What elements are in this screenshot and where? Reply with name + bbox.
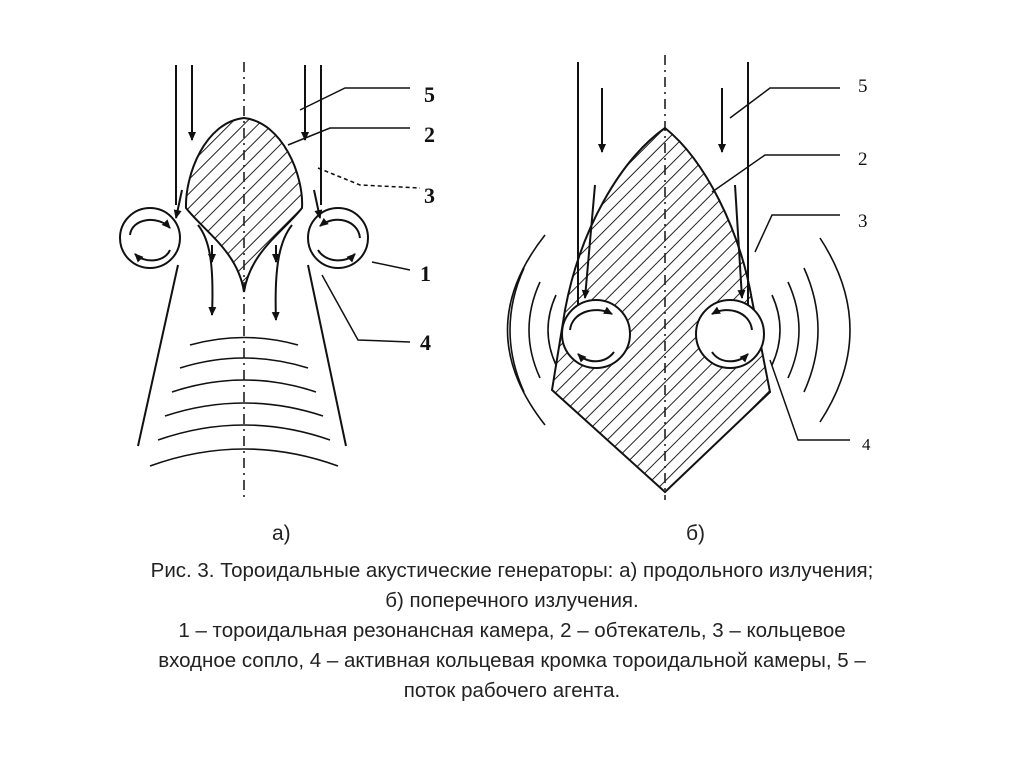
label-b-4: 4: [862, 435, 871, 454]
vortex-arrow-a-right: [319, 217, 361, 239]
caption-line-4: входное сопло, 4 – активная кольцевая кр…: [158, 649, 866, 672]
toroidal-generators-figure: 5 2 3 1 4 5 2 3 4: [119, 55, 871, 502]
label-a-5: 5: [424, 82, 435, 107]
label-a-4: 4: [420, 330, 431, 355]
vortex-arrow-a-right-2: [317, 249, 356, 263]
toroidal-chamber-a-left: [119, 207, 181, 269]
caption-line-2: б) поперечного излучения.: [385, 589, 639, 612]
label-a-1: 1: [420, 261, 431, 286]
vortex-arrow-a-left-2: [134, 249, 171, 263]
nozzle-arrow-a-right: [313, 189, 323, 219]
fairing-a: [184, 116, 304, 293]
caption-line-5: поток рабочего агента.: [403, 679, 621, 702]
nozzle-arrow-b-right: [734, 184, 746, 299]
label-b-3: 3: [858, 211, 868, 232]
sound-waves-b-left: [506, 234, 557, 426]
leaders-a: [287, 87, 421, 343]
vortex-arrow-b-left-2: [577, 351, 615, 363]
subfigure-label-b: б): [686, 522, 706, 545]
figure-caption: Рис. 3. Тороидальные акустические генера…: [20, 556, 1004, 706]
horn-wall-a-right: [307, 264, 347, 447]
fairing-b: [550, 126, 772, 494]
vortex-arrow-b-right: [711, 306, 753, 331]
toroidal-chamber-a-right: [307, 207, 369, 269]
inner-flow-a-right: [271, 224, 293, 321]
sound-waves-a: [149, 336, 339, 467]
caption-line-1: Рис. 3. Тороидальные акустические генера…: [150, 559, 874, 582]
horn-wall-a-left: [137, 264, 179, 447]
diagram-a: [119, 62, 421, 502]
toroidal-chamber-b-left: [561, 299, 631, 369]
inner-flow-a-left: [197, 224, 217, 316]
label-b-2: 2: [858, 149, 868, 170]
vortex-arrow-b-right-2: [711, 351, 749, 363]
vortex-arrow-a-left: [129, 219, 171, 236]
label-a-3: 3: [424, 183, 435, 208]
label-a-2: 2: [424, 122, 435, 147]
nozzle-arrow-a-left: [173, 189, 183, 219]
subfigure-label-a: а): [272, 522, 291, 545]
vortex-arrow-b-left: [569, 306, 613, 331]
nozzle-arrow-b-left: [581, 184, 596, 299]
caption-line-3: 1 – тороидальная резонансная камера, 2 –…: [178, 619, 846, 642]
label-b-5: 5: [858, 76, 868, 97]
diagram-b: [506, 55, 851, 500]
leaders-b: [711, 87, 850, 441]
sound-waves-b-right: [771, 237, 851, 423]
